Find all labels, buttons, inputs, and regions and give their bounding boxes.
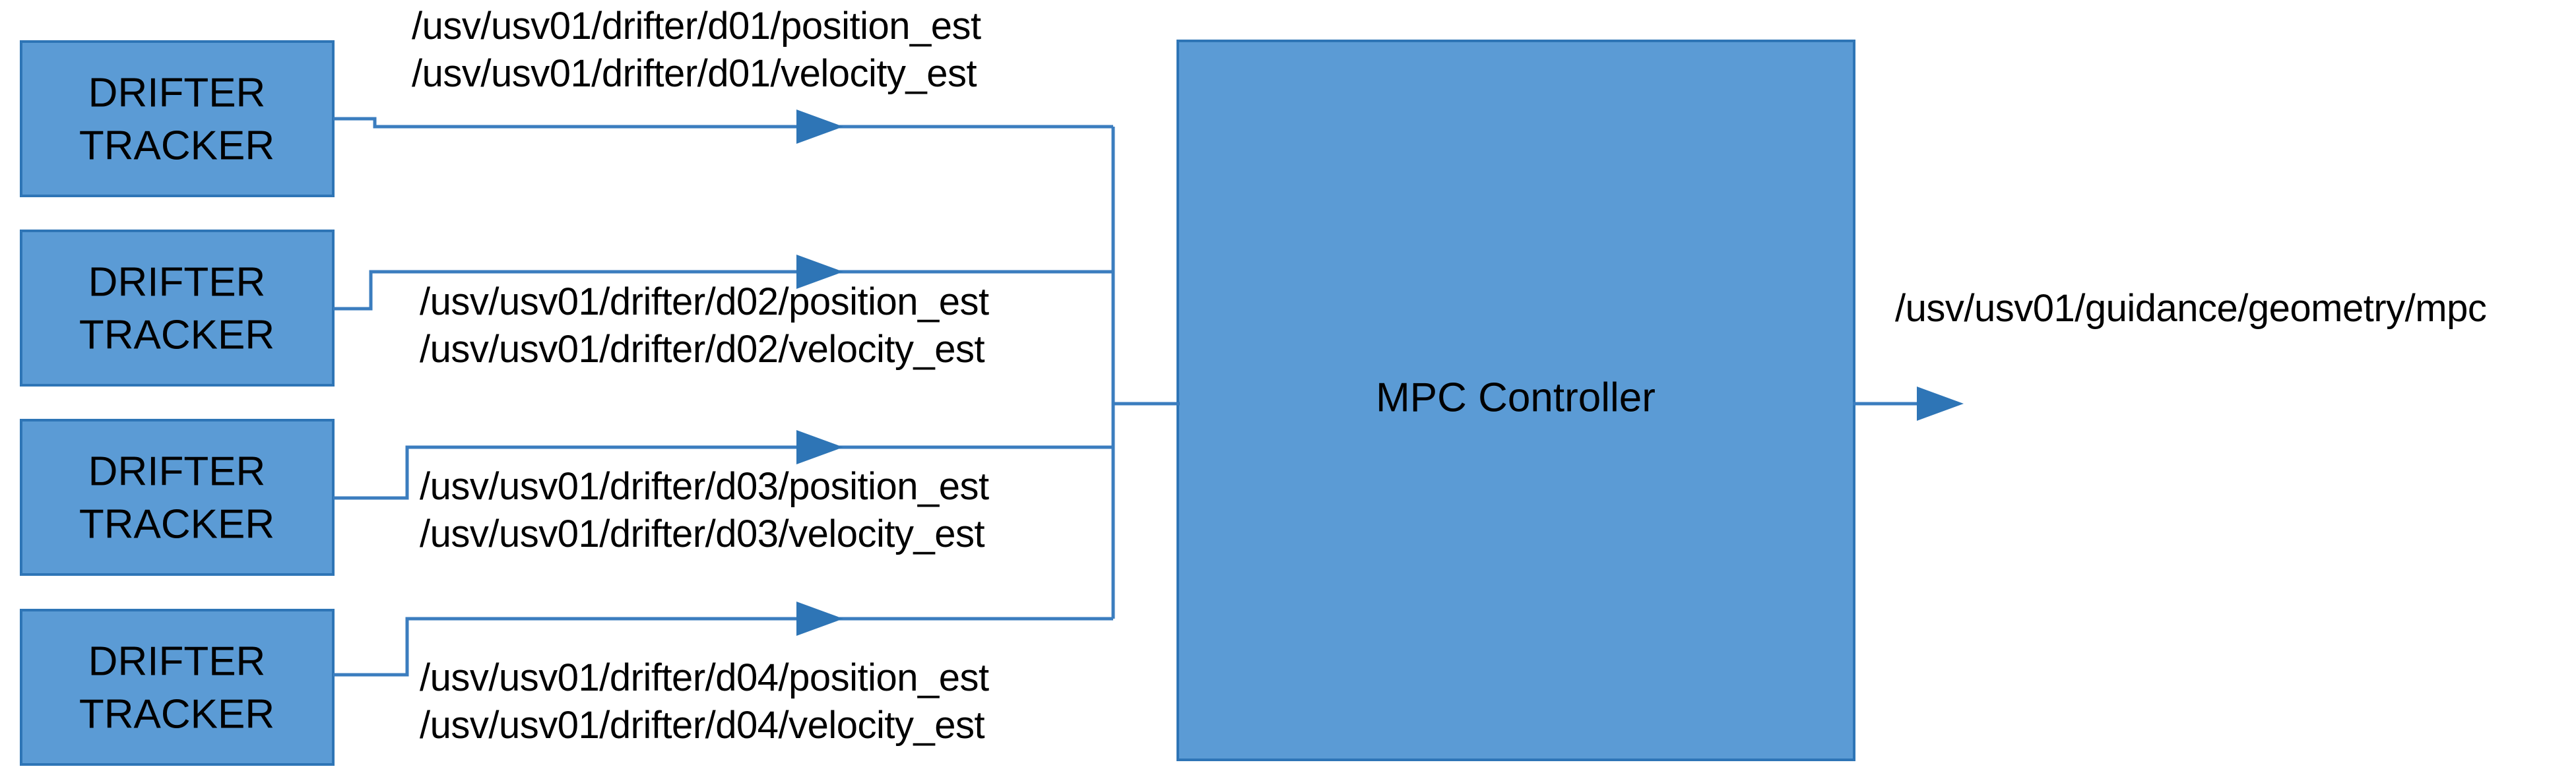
topic-d01-velocity: /usv/usv01/drifter/d01/velocity_est: [412, 52, 977, 95]
connector-d04: [333, 617, 1113, 677]
topic-mpc-output: /usv/usv01/guidance/geometry/mpc: [1895, 287, 2487, 330]
topic-label-mpc-output: /usv/usv01/guidance/geometry/mpc: [1895, 285, 2487, 332]
arrowhead-d01-icon: [796, 109, 843, 144]
topic-d03-position: /usv/usv01/drifter/d03/position_est: [420, 465, 989, 508]
drifter-tracker-label-4-line2: TRACKER: [79, 691, 274, 737]
mpc-controller-label: MPC Controller: [1376, 375, 1656, 420]
topic-d02-velocity: /usv/usv01/drifter/d02/velocity_est: [420, 328, 985, 371]
drifter-tracker-box-4[interactable]: [20, 609, 335, 766]
topic-label-d01: /usv/usv01/drifter/d01/position_est /usv…: [412, 3, 981, 98]
topic-label-d03: /usv/usv01/drifter/d03/position_est /usv…: [420, 463, 989, 558]
topic-label-d02: /usv/usv01/drifter/d02/position_est /usv…: [420, 278, 989, 373]
topic-d03-velocity: /usv/usv01/drifter/d03/velocity_est: [420, 513, 985, 555]
mpc-controller-box[interactable]: [1176, 40, 1855, 761]
connector-d01: [333, 117, 1113, 129]
arrowhead-d03-icon: [796, 430, 843, 464]
drifter-tracker-label-3-line2: TRACKER: [79, 501, 274, 547]
drifter-tracker-box-3[interactable]: [20, 419, 335, 576]
arrowhead-d04-icon: [796, 602, 843, 636]
connector-d03: [333, 445, 1113, 500]
drifter-tracker-box-2[interactable]: [20, 230, 335, 387]
drifter-tracker-label-4-line1: DRIFTER: [88, 638, 266, 684]
topic-d02-position: /usv/usv01/drifter/d02/position_est: [420, 280, 989, 323]
drifter-tracker-label-2-line2: TRACKER: [79, 312, 274, 357]
topic-label-d04: /usv/usv01/drifter/d04/position_est /usv…: [420, 654, 989, 749]
connector-d02: [333, 270, 1113, 311]
drifter-tracker-label-3-line1: DRIFTER: [88, 449, 266, 494]
topic-d01-position: /usv/usv01/drifter/d01/position_est: [412, 5, 981, 47]
drifter-tracker-box-1[interactable]: [20, 40, 335, 197]
topic-d04-velocity: /usv/usv01/drifter/d04/velocity_est: [420, 704, 985, 747]
arrowhead-mpc-output-icon: [1917, 387, 1964, 421]
drifter-tracker-label-1-line1: DRIFTER: [88, 70, 266, 115]
drifter-tracker-label-1-line2: TRACKER: [79, 123, 274, 168]
topic-d04-position: /usv/usv01/drifter/d04/position_est: [420, 656, 989, 699]
drifter-tracker-label-2-line1: DRIFTER: [88, 259, 266, 305]
arrowhead-d02-icon: [796, 255, 843, 289]
